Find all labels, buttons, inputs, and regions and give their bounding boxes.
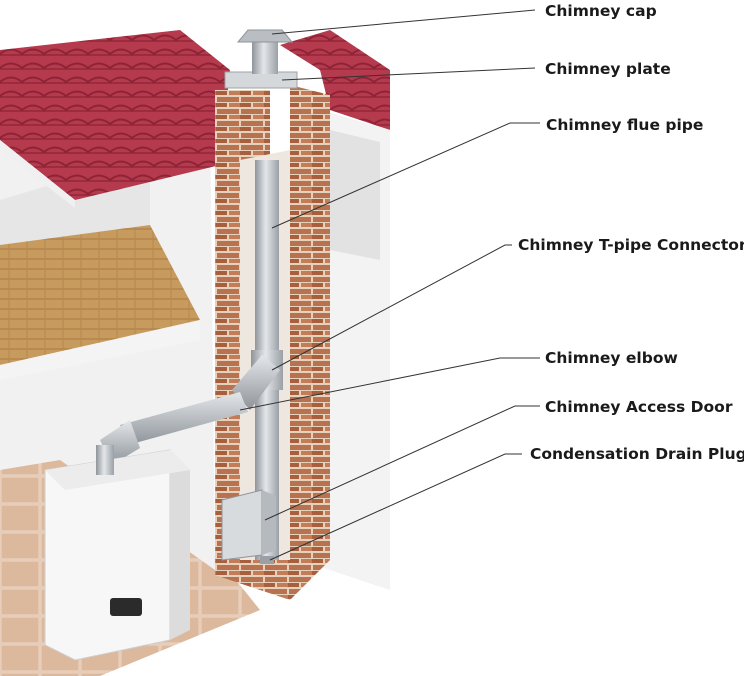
leader-line-drain [269,453,522,561]
label-chimney-access-door: Chimney Access Door [545,398,733,416]
leader-line-door [264,405,540,521]
label-chimney-t-pipe-connector: Chimney T-pipe Connector [518,236,744,254]
chimney-cap-pipe [252,42,278,74]
leader-line-cap [271,9,536,35]
leader-lines [239,9,540,561]
access-door-shape [221,489,263,561]
elbow-shape [232,355,280,410]
wooden-floor-edge [0,320,200,380]
boiler-side [170,450,190,640]
roof-ridge-left [0,140,75,208]
access-door-face [262,490,276,555]
label-chimney-plate: Chimney plate [545,60,671,78]
wooden-floor [0,225,200,365]
brick-wall-right [290,85,330,575]
roof-left [0,30,230,200]
roof-right [280,30,390,130]
label-chimney-cap: Chimney cap [545,2,657,20]
boiler-flue-collar [96,445,114,475]
window-opening [330,130,380,260]
leader-line-tpipe [271,244,512,371]
label-condensation-drain-plug: Condensation Drain Plug [530,445,744,463]
boiler-control-panel [110,598,142,616]
label-chimney-flue-pipe: Chimney flue pipe [546,116,704,134]
leader-line-elbow [239,357,540,411]
leader-line-flue [271,122,540,229]
connector-pipe [120,392,248,445]
label-chimney-elbow: Chimney elbow [545,349,678,367]
brick-base [215,555,330,600]
leader-line-plate [281,67,536,81]
chimney-cap-top [236,29,294,43]
boiler-top [45,450,190,490]
drain-plug-shape [260,556,274,564]
